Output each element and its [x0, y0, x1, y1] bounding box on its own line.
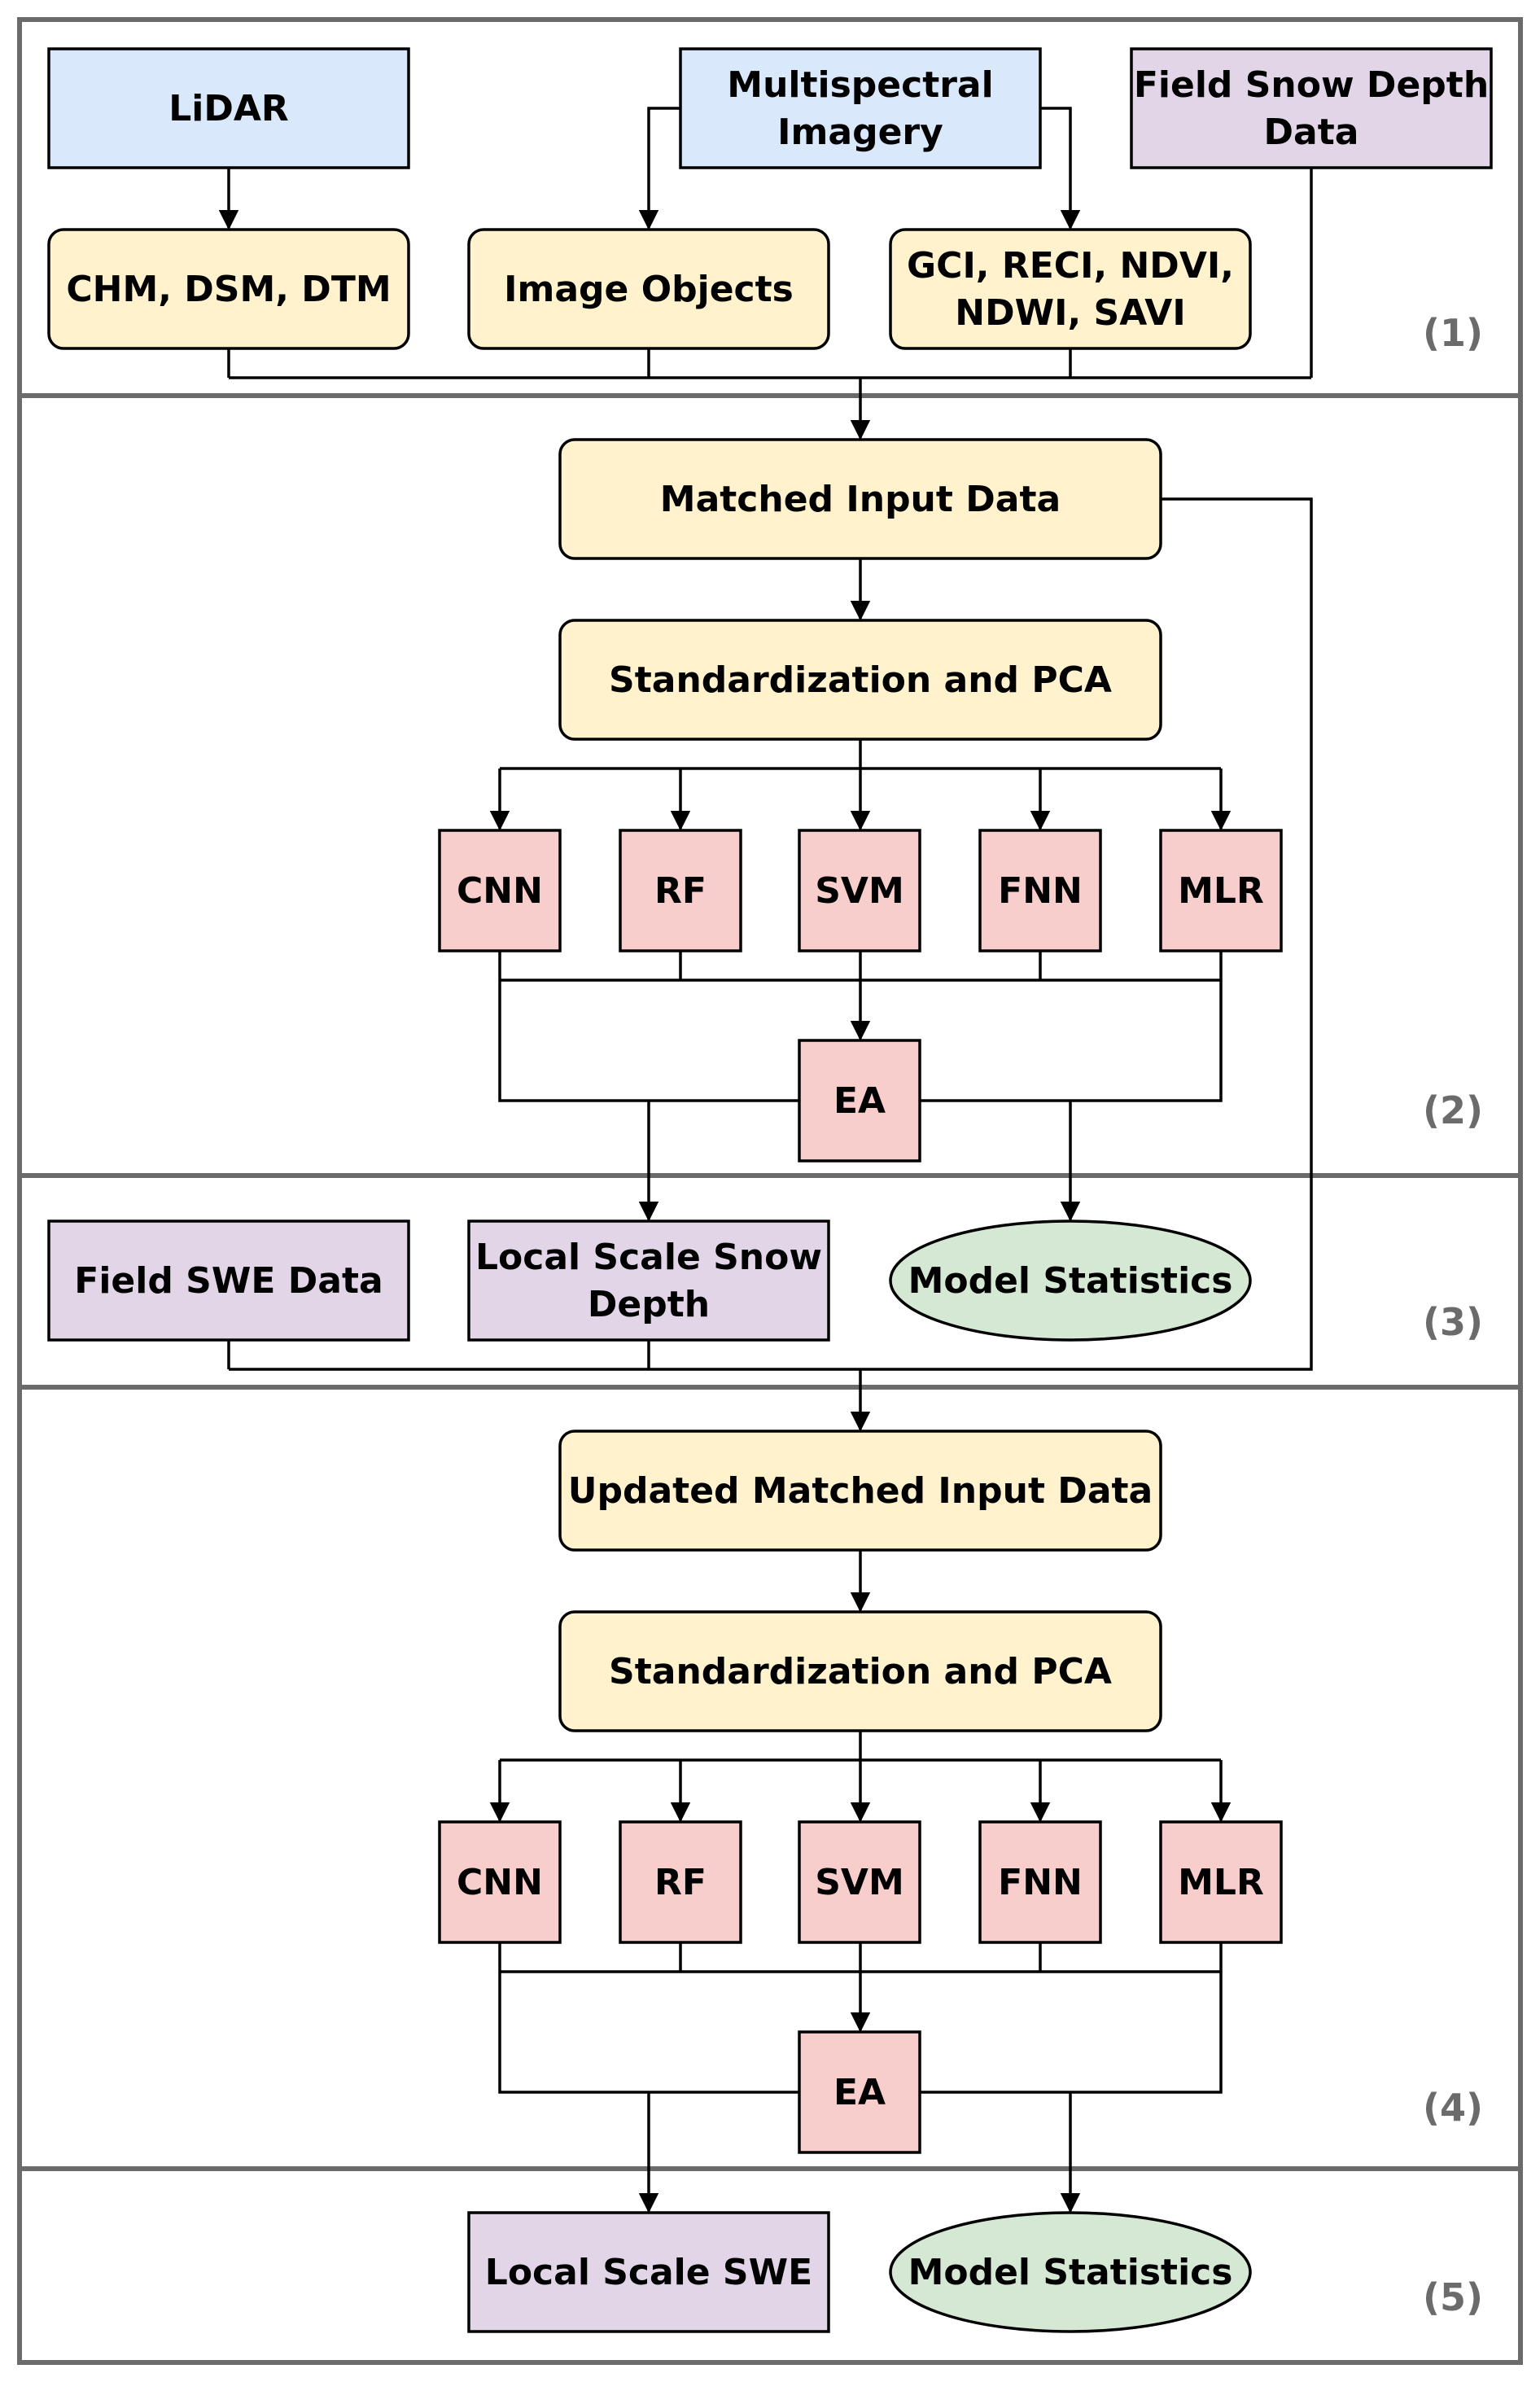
indices-label: GCI, RECI, NDVI,: [907, 245, 1234, 287]
field-snow-depth-shape: [1130, 47, 1493, 169]
model-stats-2-label: Model Statistics: [908, 2252, 1233, 2293]
ea-2-node: EA: [798, 2030, 921, 2154]
stage-label-3: (3): [1423, 1300, 1483, 1344]
local-swe-node: Local Scale SWE: [467, 2211, 830, 2333]
fnn-2-shape: [978, 1820, 1102, 1944]
lidar-node: LiDAR: [47, 47, 410, 169]
rf-1-label: RF: [654, 870, 707, 912]
lidar-label: LiDAR: [168, 88, 289, 129]
model-stats-1-label: Model Statistics: [908, 1260, 1233, 1302]
image-objects-label: Image Objects: [504, 269, 794, 310]
local-snow-depth-shape: [467, 1219, 830, 1342]
cnn-2-shape: [438, 1820, 562, 1944]
stage-label-2: (2): [1423, 1088, 1483, 1132]
mlr-2-shape: [1159, 1820, 1283, 1944]
indices-label: NDWI, SAVI: [955, 292, 1185, 334]
std-pca-2-label: Standardization and PCA: [609, 1651, 1112, 1692]
chm-dsm-dtm-shape: [47, 228, 410, 350]
field-snow-depth-label: Data: [1264, 112, 1359, 153]
matched-input-shape: [558, 438, 1162, 560]
local-snow-depth-label: Local Scale Snow: [475, 1237, 822, 1278]
outer-frame: [17, 17, 1523, 2365]
std-pca-2-shape: [558, 1610, 1162, 1732]
edge-mlr-1-loop: [920, 951, 1223, 1102]
model-stats-2-shape: [889, 2211, 1252, 2333]
image-objects-shape: [467, 228, 830, 350]
edge-multispectral-to-image-objects: [638, 107, 680, 230]
edge-mlr-2-loop: [920, 1942, 1223, 2094]
std-pca-1-shape: [558, 619, 1162, 741]
edge-multispectral-to-indices: [1040, 107, 1081, 230]
multispectral-label: Imagery: [777, 112, 943, 153]
indices-node: GCI, RECI, NDVI, NDWI, SAVI: [889, 228, 1252, 350]
rf-2-node: RF: [619, 1820, 742, 1944]
mlr-2-node: MLR: [1159, 1820, 1283, 1944]
ea-1-node: EA: [798, 1039, 921, 1163]
fnn-2-label: FNN: [998, 1862, 1083, 1903]
std-pca-1-label: Standardization and PCA: [609, 659, 1112, 701]
mlr-1-node: MLR: [1159, 829, 1283, 952]
indices-shape: [889, 228, 1252, 350]
fnn-1-node: FNN: [978, 829, 1102, 952]
local-swe-label: Local Scale SWE: [485, 2252, 812, 2293]
local-snow-depth-label: Depth: [588, 1284, 710, 1325]
ea-2-label: EA: [833, 2072, 886, 2113]
std-pca-2-node: Standardization and PCA: [558, 1610, 1162, 1732]
ea-2-shape: [798, 2030, 921, 2154]
cnn-1-shape: [438, 829, 562, 952]
fnn-1-shape: [978, 829, 1102, 952]
matched-input-node: Matched Input Data: [558, 438, 1162, 560]
local-swe-shape: [467, 2211, 830, 2333]
model-stats-1-node: Model Statistics: [889, 1219, 1252, 1342]
chm-dsm-dtm-label: CHM, DSM, DTM: [66, 269, 391, 310]
field-swe-node: Field SWE Data: [47, 1219, 410, 1342]
model-stats-2-node: Model Statistics: [889, 2211, 1252, 2333]
edge-cnn-1-loop: [498, 951, 799, 1102]
model-stats-1-shape: [889, 1219, 1252, 1342]
image-objects-node: Image Objects: [467, 228, 830, 350]
mlr-2-label: MLR: [1178, 1862, 1264, 1903]
ea-1-label: EA: [833, 1080, 886, 1122]
mlr-1-label: MLR: [1178, 870, 1264, 912]
rf-2-label: RF: [654, 1862, 707, 1903]
rf-1-shape: [619, 829, 742, 952]
field-snow-depth-label: Field Snow Depth: [1134, 64, 1489, 106]
multispectral-shape: [679, 47, 1042, 169]
svm-1-node: SVM: [798, 829, 921, 952]
updated-matched-input-node: Updated Matched Input Data: [558, 1430, 1162, 1552]
rf-2-shape: [619, 1820, 742, 1944]
updated-matched-input-shape: [558, 1430, 1162, 1552]
rf-1-node: RF: [619, 829, 742, 952]
fnn-2-node: FNN: [978, 1820, 1102, 1944]
chm-dsm-dtm-node: CHM, DSM, DTM: [47, 228, 410, 350]
field-swe-shape: [47, 1219, 410, 1342]
svm-2-shape: [798, 1820, 921, 1944]
cnn-2-node: CNN: [438, 1820, 562, 1944]
ea-1-shape: [798, 1039, 921, 1163]
svm-1-shape: [798, 829, 921, 952]
lidar-shape: [47, 47, 410, 169]
cnn-1-label: CNN: [457, 870, 543, 912]
stage-label-4: (4): [1423, 2086, 1483, 2130]
svm-1-label: SVM: [815, 870, 904, 912]
stage-label-5: (5): [1423, 2275, 1483, 2319]
mlr-1-shape: [1159, 829, 1283, 952]
edge-matched-bypass: [860, 497, 1313, 1371]
matched-input-label: Matched Input Data: [660, 479, 1061, 520]
edge-cnn-2-loop: [498, 1942, 799, 2094]
std-pca-1-node: Standardization and PCA: [558, 619, 1162, 741]
field-swe-label: Field SWE Data: [74, 1260, 383, 1302]
svm-2-node: SVM: [798, 1820, 921, 1944]
multispectral-label: Multispectral: [727, 64, 993, 106]
stage-label-1: (1): [1423, 311, 1483, 355]
fnn-1-label: FNN: [998, 870, 1083, 912]
svm-2-label: SVM: [815, 1862, 904, 1903]
updated-matched-input-label: Updated Matched Input Data: [568, 1470, 1153, 1512]
cnn-1-node: CNN: [438, 829, 562, 952]
cnn-2-label: CNN: [457, 1862, 543, 1903]
